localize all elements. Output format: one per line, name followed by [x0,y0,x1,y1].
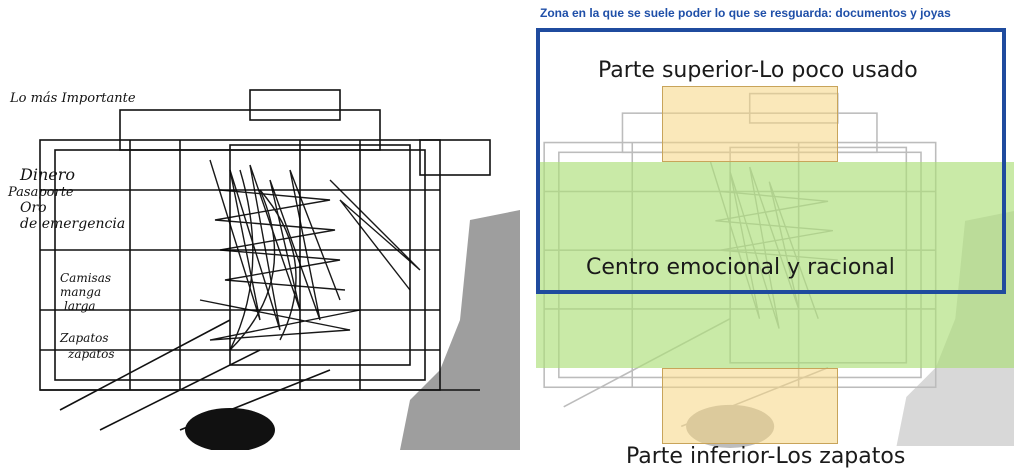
sketch-text-camisas: Camisas [60,271,111,285]
sketch-scribble [199,159,421,351]
sketch-text-zapatos-1: Zapatos [59,331,109,345]
sketch-text-larga: larga [64,299,96,313]
safe-zone-caption: Zona en la que se suele poder lo que se … [540,6,951,20]
sketch-lines [39,89,491,431]
zone-center-label: Centro emocional y racional [586,255,895,280]
sketch-text-zapatos-2: zapatos [67,347,115,361]
zone-top-highlight [662,86,838,162]
sketch-drawing: Lo más Importante Dinero Pasaporte Oro d… [7,89,520,450]
sketch-text-dinero: Dinero [19,165,75,184]
sketch-text-pasaporte: Pasaporte [7,185,74,200]
safe-zone-frame [536,28,1006,294]
sketch-text-emergencia: de emergencia [20,216,125,232]
sketch-original: Lo más Importante Dinero Pasaporte Oro d… [0,70,520,450]
sketch-shadow [400,210,520,450]
sketch-text-oro: Oro [20,200,47,216]
sketch-text-manga: manga [60,285,101,299]
zone-center [536,162,1014,368]
zone-bottom-highlight [662,368,838,444]
sketch-heading: Lo más Importante [9,91,136,106]
zone-bottom-label: Parte inferior-Los zapatos [626,444,906,469]
zone-top-label: Parte superior-Lo poco usado [598,58,918,83]
sketch-ink-blob [185,408,275,450]
